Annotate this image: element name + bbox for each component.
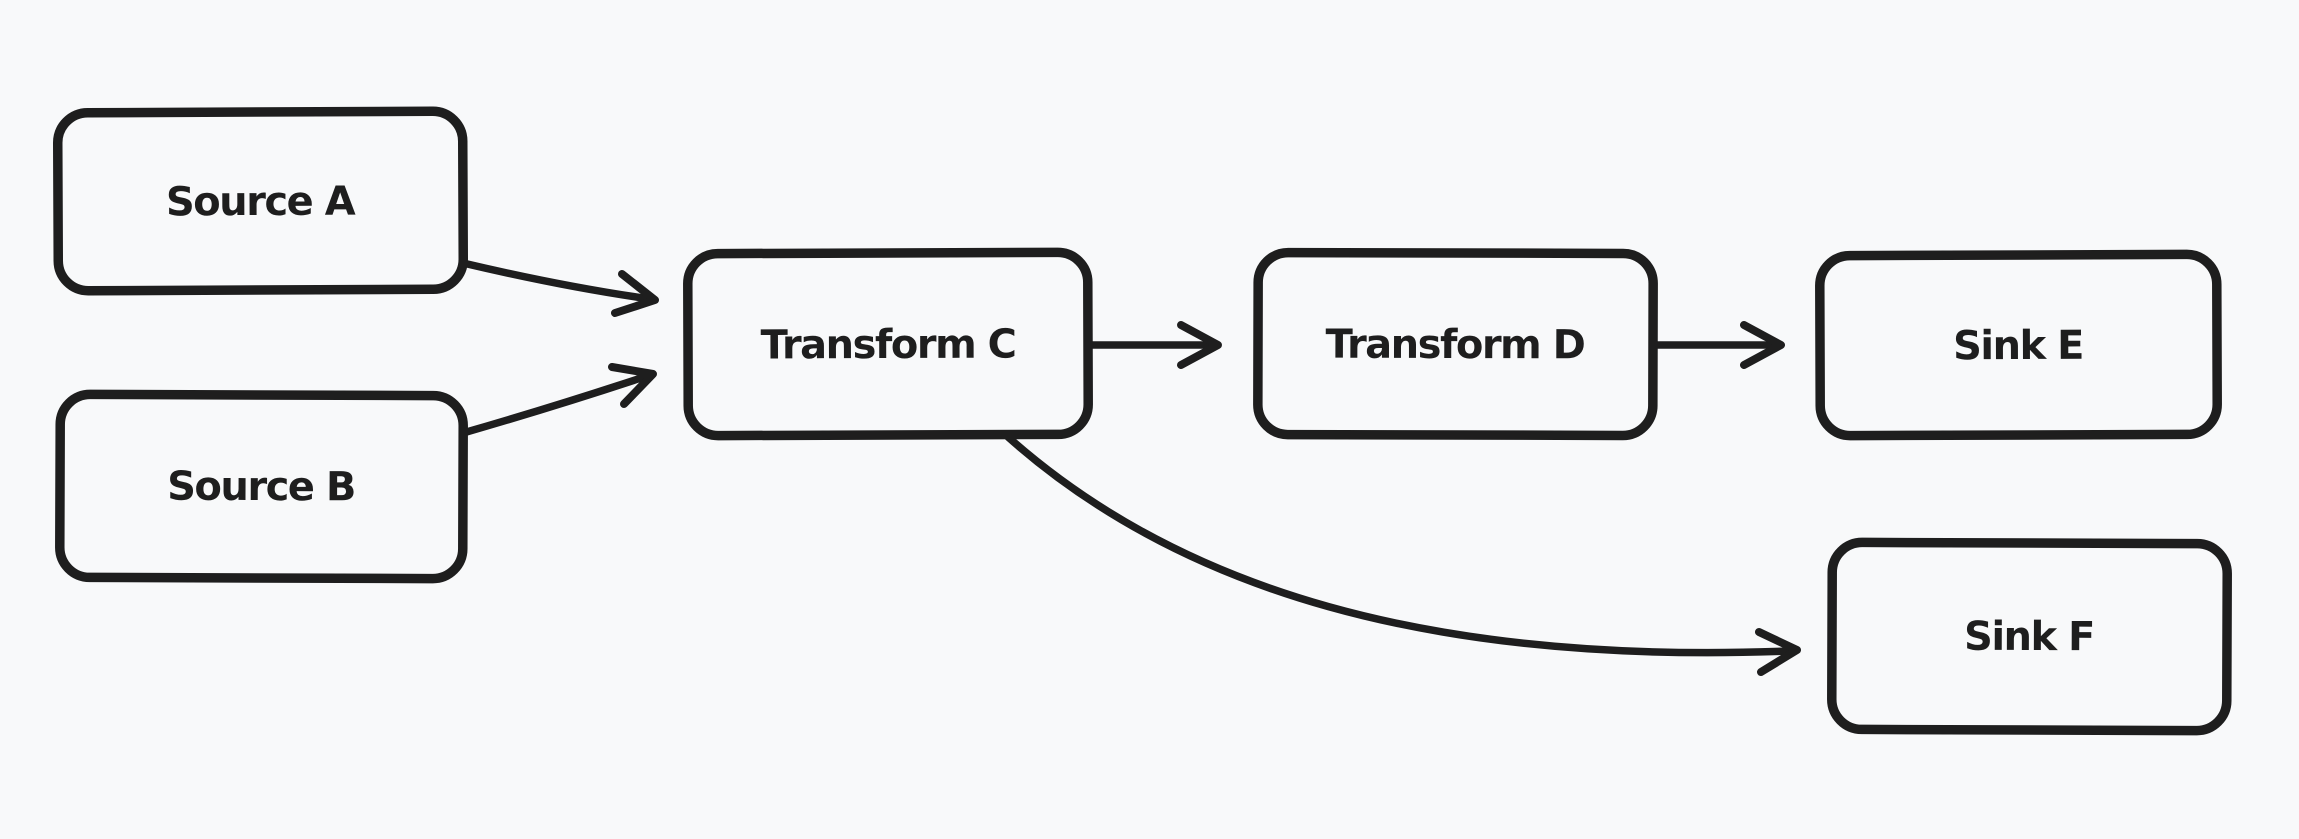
node-source-b-box xyxy=(55,389,468,584)
node-sink-e: Sink E xyxy=(1815,249,2222,441)
node-source-a-box xyxy=(52,106,469,296)
node-sink-e-label: Sink E xyxy=(1953,323,2083,369)
edge-transform-c-to-sink-f xyxy=(1004,433,1801,676)
node-transform-d: Transform D xyxy=(1253,247,1658,441)
node-source-b: Source B xyxy=(55,389,468,584)
edge-transform-c-to-sink-f-line xyxy=(1004,433,1794,657)
node-sink-e-box xyxy=(1815,249,2222,441)
node-transform-d-box xyxy=(1253,247,1658,441)
arrowhead-icon xyxy=(608,363,657,408)
edge-source-a-to-transform-c xyxy=(459,259,659,317)
edge-source-b-to-transform-c-line xyxy=(459,371,654,437)
node-source-b-label: Source B xyxy=(167,464,355,511)
node-sink-f-box xyxy=(1827,537,2232,736)
edge-transform-c-to-transform-d xyxy=(1088,321,1222,369)
node-transform-c-label: Transform C xyxy=(760,322,1015,369)
node-transform-d-label: Transform D xyxy=(1326,322,1585,369)
node-sink-f: Sink F xyxy=(1827,537,2232,736)
arrowhead-icon xyxy=(1177,321,1222,369)
node-transform-c: Transform C xyxy=(683,247,1093,441)
arrowhead-icon xyxy=(611,270,659,317)
arrowhead-icon xyxy=(1740,321,1785,369)
node-source-a-label: Source A xyxy=(166,179,356,226)
node-source-a: Source A xyxy=(52,106,469,296)
arrowhead-icon xyxy=(1755,628,1801,676)
edge-transform-d-to-sink-e xyxy=(1651,321,1785,369)
node-sink-f-label: Sink F xyxy=(1964,614,2094,660)
edge-source-a-to-transform-c-line xyxy=(459,259,654,303)
edge-source-b-to-transform-c xyxy=(459,363,657,437)
node-transform-c-box xyxy=(683,247,1093,441)
